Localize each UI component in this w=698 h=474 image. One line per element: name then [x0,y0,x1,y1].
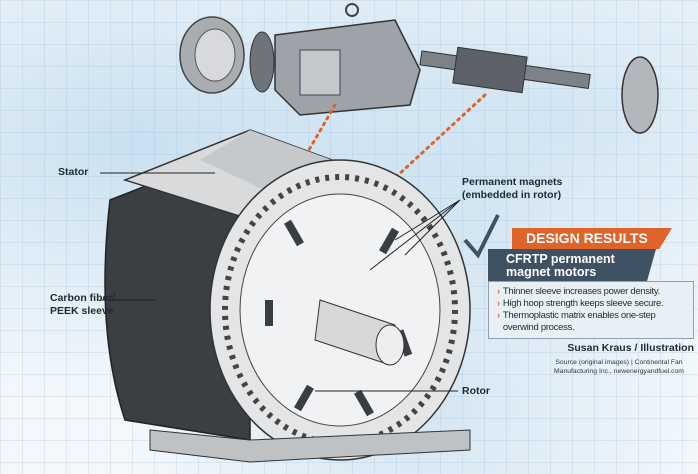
motor-housing [274,3,421,116]
label-stator: Stator [58,166,89,178]
results-list: ›Thinner sleeve increases power density.… [488,281,694,339]
list-item: ›Thinner sleeve increases power density. [497,286,660,297]
label-magnets: Permanent magnets (embedded in rotor) [462,176,563,201]
end-cap-left [179,16,245,94]
list-item: ›High hoop strength keeps sleeve secure. [497,298,664,309]
end-cap-right [621,56,659,134]
base [149,429,471,463]
label-rotor: Rotor [462,385,490,397]
sleeve [104,143,251,441]
design-results-banner: DESIGN RESULTS [512,228,672,249]
illustration-credit: Susan Kraus / Illustration [567,342,694,354]
leader-lines [100,172,461,392]
list-item: ›Thermoplastic matrix enables one-step o… [497,310,656,333]
chevron-icon: › [497,298,500,309]
rotor-face [209,159,471,461]
fan [249,31,275,93]
panel-subtitle: CFRTP permanent magnet motors [488,249,656,285]
results-column: ›Thinner sleeve increases power density.… [488,281,694,376]
source-note: Source (original images) | Continental F… [554,359,684,375]
label-sleeve: Carbon fiber/ PEEK sleeve [50,292,116,317]
shaft-assembly [419,46,591,94]
chevron-icon: › [497,310,500,321]
checkmark-icon [463,214,500,259]
chevron-icon: › [497,286,500,297]
